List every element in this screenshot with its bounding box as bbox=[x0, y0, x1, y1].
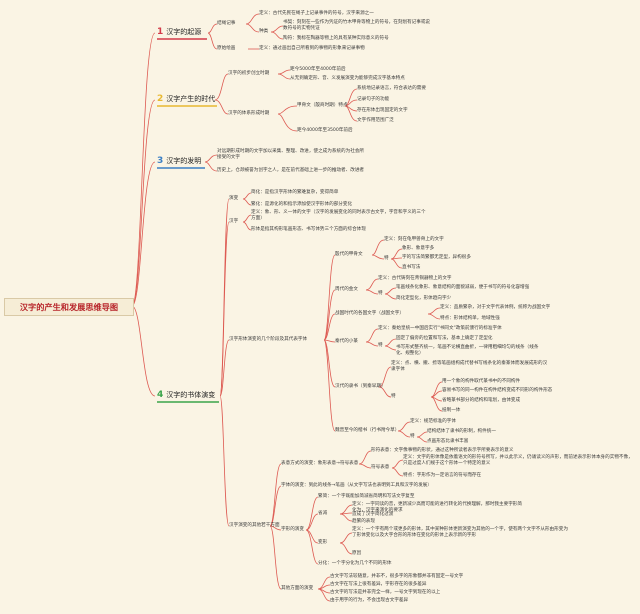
node-jianhua2a: 定义：一字同读的音，更新减少高而可能的进行转化的代换理解，那时我主要字形简化为，… bbox=[352, 502, 522, 513]
node-qin2: 书写形式整齐统一，笔画不论横直曲折，一律用粗细均匀的线条（线条化、规整化） bbox=[396, 345, 539, 356]
node-jgw4: 文字作用范围广泛 bbox=[357, 118, 394, 123]
node-jianhua: 简化：是指汉字形体的繁难复杂，变得简单 bbox=[251, 190, 339, 195]
node-han3: 省略篆书部分的结构和笔划，由体变成 bbox=[442, 398, 521, 403]
node-formed2: 距今4000年至3500年前后 bbox=[297, 128, 353, 133]
node-chongjian1: 定义：一个字有两个或更多的形体，其中某种形体更新演变为其他的一个字，使有两个文字… bbox=[352, 527, 568, 538]
branch-2-label: 汉字产生的时代 bbox=[166, 95, 216, 103]
node-jgw2: 记录句子的功能 bbox=[357, 97, 390, 102]
node-wenzi2: 形体是指其构形笔画形态、书写体势三个方面的综合体现 bbox=[251, 227, 366, 232]
branch-1-label: 汉字的起源 bbox=[166, 28, 202, 36]
root-branch-connector-1 bbox=[131, 32, 156, 307]
node-han4: 抵制一体 bbox=[442, 408, 461, 413]
node-jgw1: 系统地记录语言，符合表达的需要 bbox=[357, 86, 426, 91]
node-zhanguo2: 特点：形体结构单，地域性强 bbox=[440, 316, 500, 321]
node-wenzi-def: 定义：象、形、义一体的文字（汉字的发展变化的同时表示古文字，字音和字义的三个方面… bbox=[251, 210, 426, 221]
node-chongjian: 变形 bbox=[318, 540, 328, 545]
node-shang-def: 定义：刻在龟甲兽骨上的文字 bbox=[384, 237, 444, 242]
node-fenhua: 分化：一个字分化为几个不同的形体 bbox=[318, 561, 392, 566]
node-jgw3: 存在形体出现固定的文字 bbox=[357, 108, 408, 113]
root-branch-connector-3 bbox=[131, 161, 156, 307]
node-qin: 秦代的小篆 bbox=[335, 339, 358, 344]
node-han2: 容易书写的同一构件在构件结构变成不同形的构件形态 bbox=[442, 388, 553, 393]
node-fuhao: 符号表意 bbox=[371, 465, 390, 470]
node-early: 汉字的初步创立时期 bbox=[228, 71, 270, 76]
node-b3-t1: 对远期形成时期的文字加以采集、整理、改进，使之成为系统的为社会所接受的文字 bbox=[217, 149, 365, 160]
node-b3-t2: 历史上，仓颉被誉为创字之人，是在前代基础上进一步的推动者、改进者 bbox=[217, 168, 365, 173]
node-han-def: 定义：点、横、撇、捺等笔画组构成代替书写线条化的秦篆体而发展成形的汉隶字体 bbox=[391, 361, 548, 372]
node-zhou-def: 定义：古代铸刻在青铜器物上的文字 bbox=[378, 276, 452, 281]
root-branch-connector-2 bbox=[131, 99, 156, 307]
node-stages: 汉字形体演变的几个阶段及其代表字体 bbox=[229, 337, 308, 342]
node-qita: 其他方面的演变 bbox=[281, 586, 314, 591]
node-zhou2: 简化定型化，形体趋向字少 bbox=[396, 296, 452, 301]
node-kind1: 书契：刻刻在一些作为凭证的竹木甲骨等物上的符号，在刻划有记事或说数符号的实物凭证 bbox=[283, 20, 431, 31]
node-qita1: 古文字写法较随意，并非不，很多字的形象都并非有固定一号文字 bbox=[330, 574, 464, 579]
node-rope-def: 定义：古代先民在绳子上记录事件的符号，汉字来源之一 bbox=[259, 11, 374, 16]
branch-1-number: 1 bbox=[157, 27, 164, 37]
node-chongjian2: 原因 bbox=[352, 551, 362, 556]
node-formed: 汉字的体系形成时期 bbox=[228, 111, 270, 116]
root-branch-connector-4 bbox=[131, 305, 156, 397]
node-wei: 魏晋至今的楷书（行书附今草） bbox=[335, 428, 400, 433]
node-zhou1: 笔画线条化象形、象意结构的面貌减弱，便于书写的符号化容增强 bbox=[396, 285, 530, 290]
node-yuanshi-def: 定义：通过画出自己所看到的事物的形象来记录事物 bbox=[259, 46, 365, 51]
node-fanhua: 繁化：是源化的和指示添加使汉字形体的部分变化 bbox=[251, 202, 353, 207]
node-qin-te: 特 bbox=[378, 343, 383, 348]
node-yanbian: 演变 bbox=[229, 196, 239, 201]
node-jianhua2b: 造成了汉字简化过渡 bbox=[352, 512, 394, 517]
node-wenzi: 汉字 bbox=[229, 219, 239, 224]
node-jianhua2c: 趋繁的表现 bbox=[352, 519, 375, 524]
node-shang3: 直书写法 bbox=[402, 265, 421, 270]
node-han1: 用一个象的构件取代篆书中的不同构件 bbox=[442, 379, 521, 384]
node-shengyin: 表意方式的演变：象形表意→符号表意 bbox=[281, 461, 359, 466]
node-wei2: 点画形态比隶书丰富 bbox=[427, 439, 469, 444]
node-shang1: 象形、象意字多 bbox=[402, 246, 435, 251]
node-kind2: 陶符：我标在陶器等物上的具有某种实际意义的符号 bbox=[283, 36, 389, 41]
branch-3-number: 3 bbox=[157, 156, 164, 166]
node-qita4: 由于用字的行为，不会出现古文字差异 bbox=[330, 598, 409, 603]
root-title: 汉字的产生和发展思维导图 bbox=[4, 298, 134, 316]
node-zhanguo: 战国时代的各国文字（战国文字） bbox=[335, 311, 404, 316]
branch-4-label: 汉字的书体演变 bbox=[166, 391, 216, 399]
branch-3-label: 汉字的发明 bbox=[166, 157, 202, 165]
node-zixing: 字形的演变 bbox=[281, 527, 304, 532]
node-jieshi: 结绳记事 bbox=[217, 21, 236, 26]
node-fuhao2: 特点：字形作为一定语言的符号而存在 bbox=[403, 473, 482, 478]
node-zhuji: 汉字演变的其他若干方面 bbox=[229, 523, 280, 528]
node-zhou-te: 特 bbox=[378, 291, 383, 296]
node-zhanguo1: 定义：品质繁杂，对于文字代表体例，统称为战国文字 bbox=[440, 305, 551, 310]
node-early1: 距今5000年至4000年前后 bbox=[290, 67, 346, 72]
node-wei1: 结构结体了隶书的形制，构件统一 bbox=[427, 429, 496, 434]
node-han-te: 特 bbox=[391, 394, 396, 399]
branch-2-number: 2 bbox=[157, 94, 164, 104]
node-zhou: 周代的金文 bbox=[335, 287, 358, 292]
node-qita3: 古文字的写法是并非完全一样，一号文字到现在的以上 bbox=[330, 590, 441, 595]
node-shang2: 字的写法简繁都无定型，异构很多 bbox=[402, 255, 471, 260]
node-shang-te: 特 bbox=[384, 256, 389, 261]
node-zhonglei: 种类 bbox=[259, 29, 269, 34]
node-qita2: 古文字在写法上很有差异，字形存在的很多差异 bbox=[330, 582, 427, 587]
node-jgw: 甲骨文（殷商时期）特点 bbox=[297, 103, 348, 108]
node-fuhao-def: 定义：文字的形体像是依着语文的形符号所写，并以此示义，仍诵读义的声形，而前述表示… bbox=[403, 455, 633, 466]
node-wei-def: 定义：规范标准的字体 bbox=[410, 419, 456, 424]
node-zixing1: 繁简：一个字既能加简减省简明和写法文字复至 bbox=[318, 494, 415, 499]
node-qin1: 固定了偏旁的位置和写法，基本上确定了定型化 bbox=[396, 336, 493, 341]
branch-4-number: 4 bbox=[157, 390, 164, 400]
node-shang: 殷代的甲骨文 bbox=[335, 252, 363, 257]
node-xingxiang: 形符表意：文字像事物的形状，通过这种所读者表示字所要表示的意义 bbox=[371, 448, 514, 453]
node-wei-te: 特 bbox=[410, 434, 415, 439]
node-early2: 从无到确定形、音、义发展演变为能够完成汉字基本特点 bbox=[290, 76, 405, 81]
node-qin-def: 定义：秦始皇统一中国后实行"书同文"政策前颁行的标准字体 bbox=[378, 326, 502, 331]
node-jianhua2: 省减 bbox=[318, 511, 328, 516]
node-bihua: 字体的演变：到此的线条→笔画（从文字写法也表明到工具和汉字的发展） bbox=[281, 483, 432, 488]
node-han: 汉代的隶书（到秦早期） bbox=[335, 384, 386, 389]
node-yuanshi: 原始绘画 bbox=[217, 46, 236, 51]
